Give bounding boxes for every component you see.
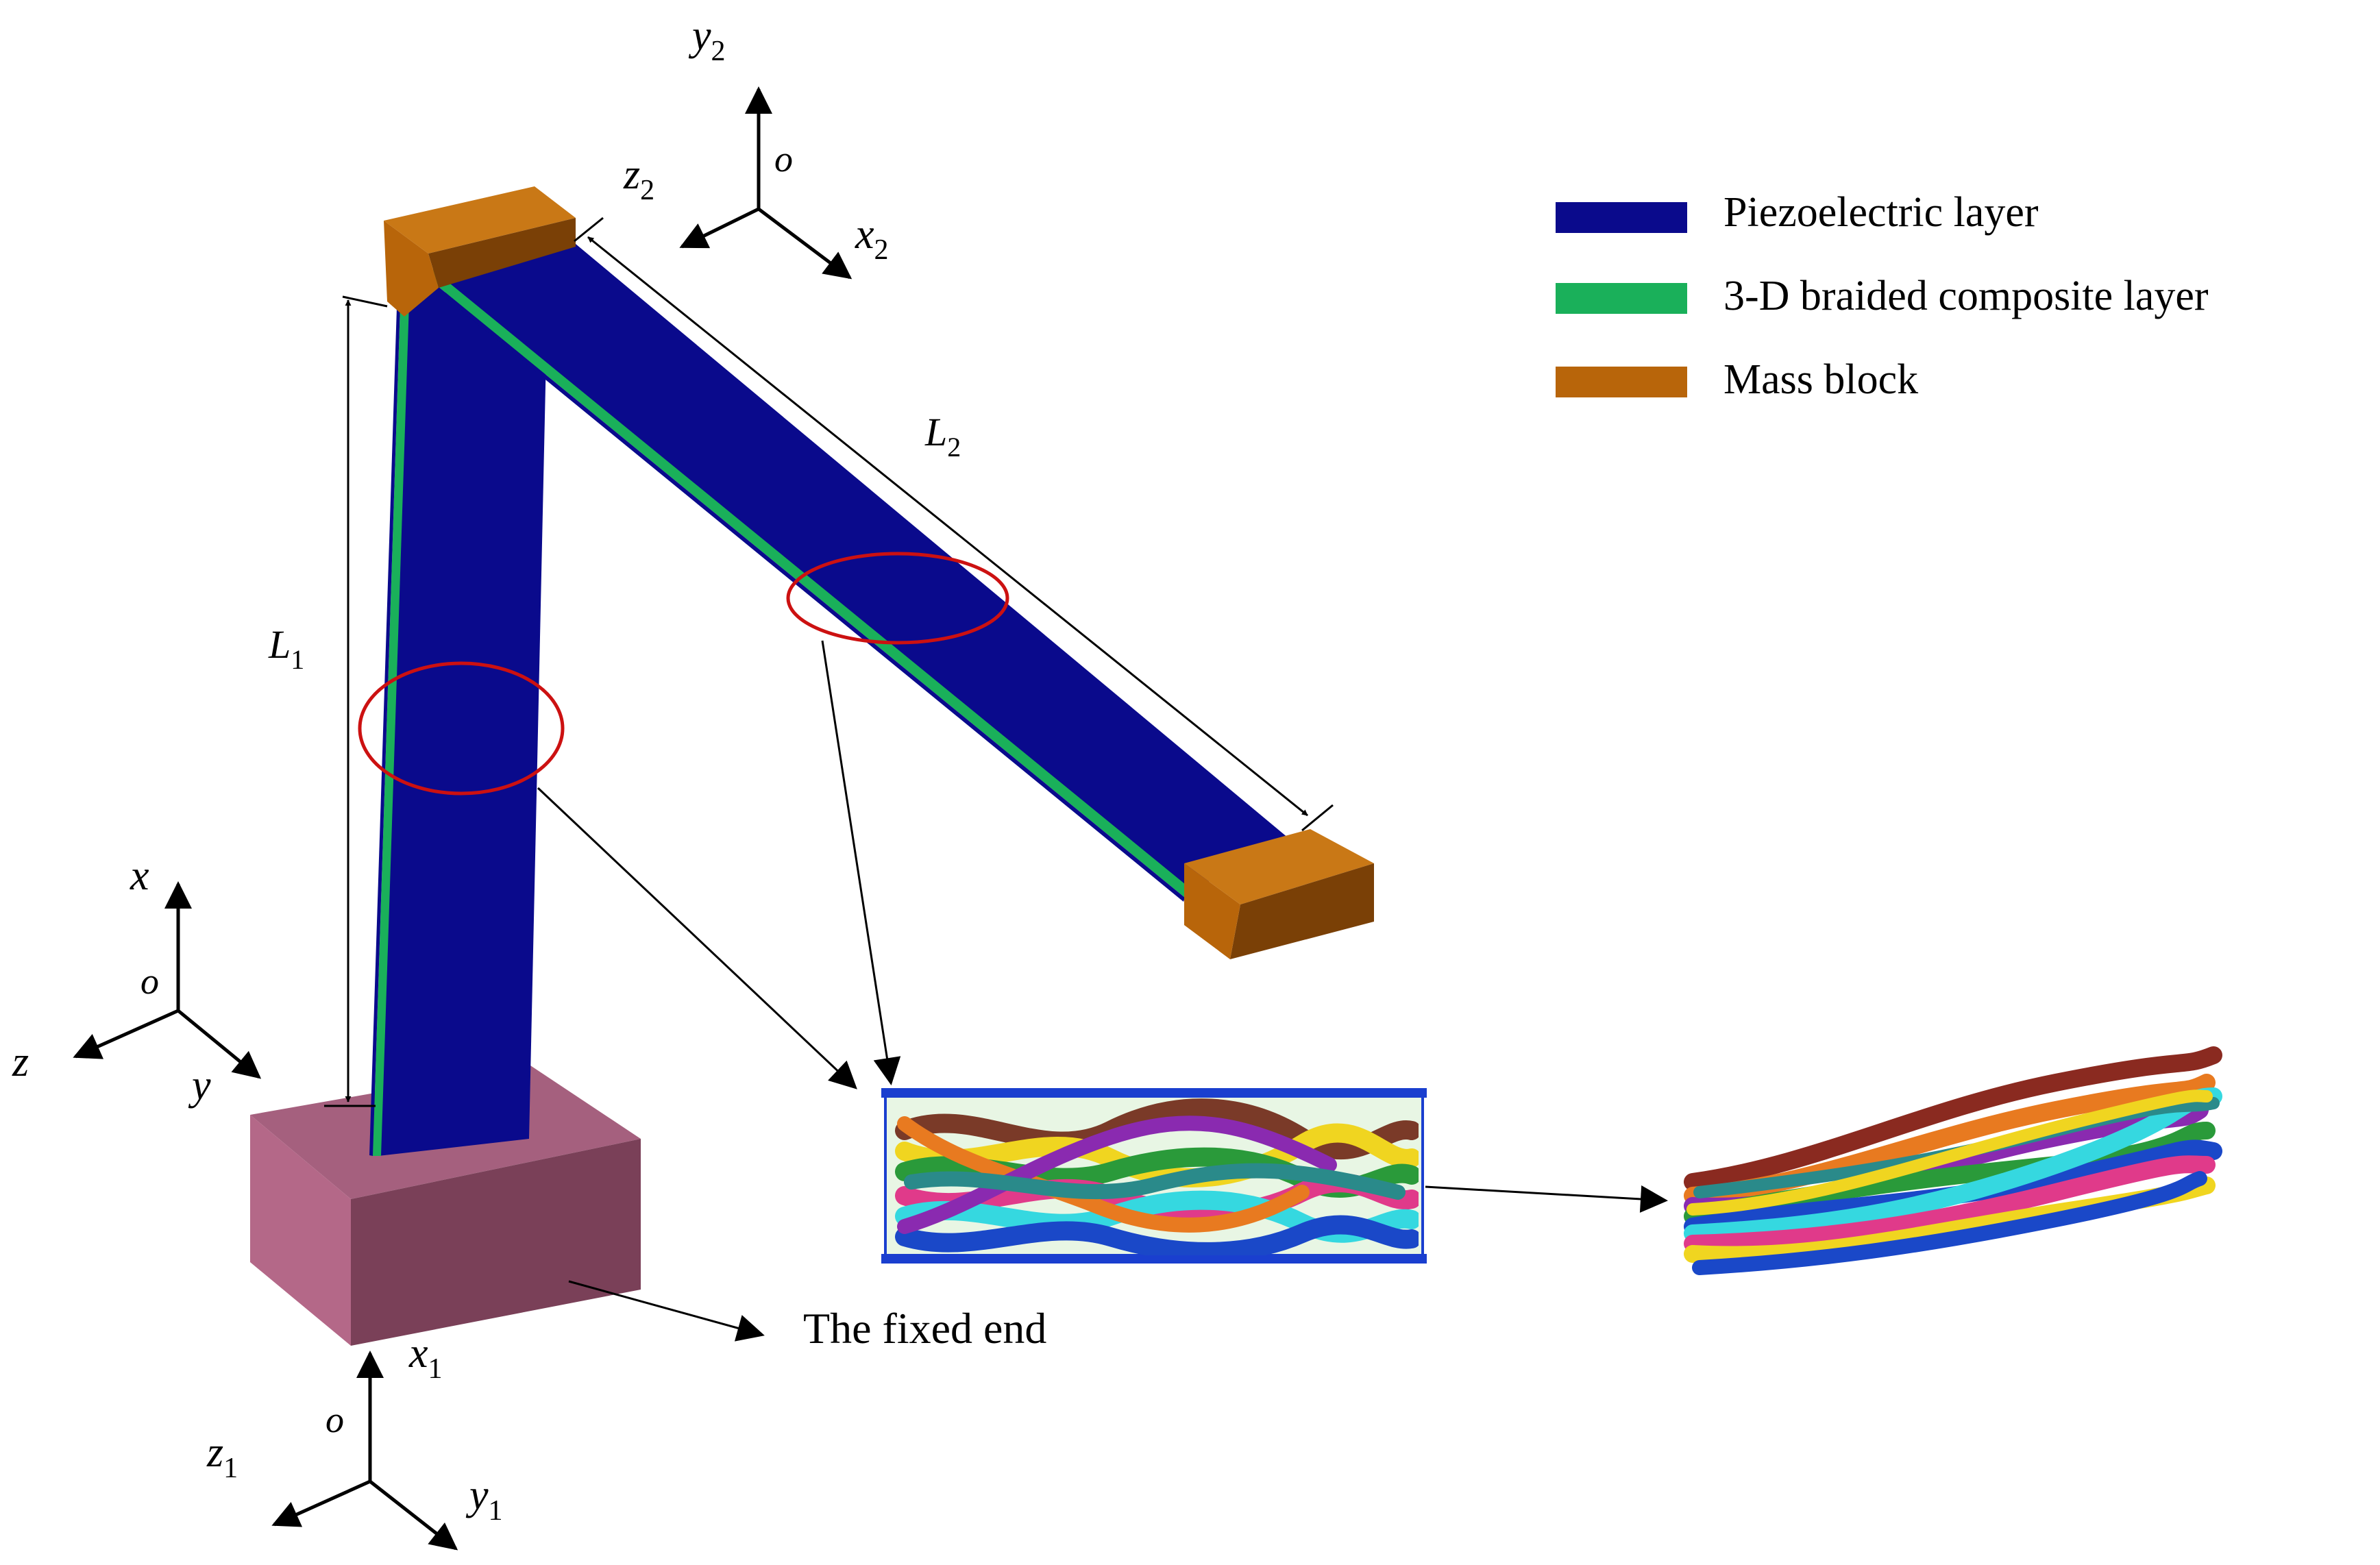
diagonal-beam [425,244,1301,902]
axis-z2-arrow [679,207,760,249]
dimension-L1-label: L1 [268,622,304,675]
arrow-icon [537,787,857,1089]
axis-z1-label: z1 [206,1429,238,1484]
axis-y-label: y [188,1062,211,1109]
axes-frame-1 [271,1351,458,1551]
arrow-icon [821,640,901,1085]
legend-swatch-mass-block [1556,367,1687,397]
legend: Piezoelectric layer 3-D braided composit… [1556,189,2209,403]
yarn-cell-bottom-layer [881,1254,1427,1264]
mass-end-side-face [1184,863,1240,959]
axes-frame-2 [679,86,852,280]
axis-x2-label: x2 [855,211,889,266]
legend-label-composite: 3-D braided composite layer [1723,273,2209,319]
axes-frame-global [73,881,262,1079]
axis-z1-arrow [271,1479,371,1527]
vertical-beam [369,281,547,1156]
mass-end-upper-face [1184,829,1374,904]
yarn-cell-fibers [895,1098,1419,1255]
axis-z-arrow [73,1009,180,1059]
axis-x-label: x [130,852,149,899]
vertical-beam-composite-edge [373,282,410,1156]
dimension-L2-tick-bottom [1301,804,1334,832]
axis-y1-arrow [369,1480,458,1551]
braided-yarn-bundle [1684,1046,2222,1275]
mass-top-side-face [384,221,439,317]
axis-origin-2-label: o [774,138,793,180]
dimension-L2: L2 [574,217,1334,832]
axis-y2-label: y2 [688,12,726,67]
mass-end-front-face [1230,863,1374,959]
dimension-L1-tick-top [342,295,388,308]
vertical-beam-piezo-face [378,281,547,1156]
axis-z-label: z [12,1039,29,1085]
yarn-cell-top-layer [881,1088,1427,1098]
arrow-icon [568,1280,765,1342]
axis-origin-label: o [140,961,159,1002]
axis-x2-arrow [757,208,852,280]
mass-block-top [384,186,576,317]
axis-y1-label: y1 [465,1472,503,1527]
dimension-L1: L1 [268,295,388,1107]
legend-swatch-composite [1556,283,1687,314]
axis-x1-label: x1 [408,1330,443,1385]
dimension-L2-arrow [587,236,1308,817]
arrow-icon [1425,1185,1668,1213]
dimension-L2-tick-top [574,217,604,243]
diagonal-beam-piezo-face [428,244,1301,889]
fixed-end-label: The fixed end [803,1304,1046,1353]
dimension-L2-label: L2 [924,410,961,463]
axis-y-arrow [177,1009,262,1079]
legend-swatch-piezoelectric [1556,202,1687,233]
braided-yarn-cell [881,1088,1427,1264]
mass-block-end [1184,829,1374,959]
axis-z2-label: z2 [623,151,654,206]
legend-label-piezoelectric: Piezoelectric layer [1723,189,2039,236]
axis-origin-1-label: o [326,1399,344,1440]
vertical-beam-piezo-edge [369,284,401,1156]
mass-top-upper-face [384,186,576,254]
base-side-face [250,1115,351,1346]
mass-top-front-face [428,218,576,288]
highlight-ellipse-icon [786,552,1009,645]
highlight-ellipse-icon [358,661,565,796]
base-front-face [351,1139,641,1346]
legend-label-mass-block: Mass block [1723,356,1918,403]
